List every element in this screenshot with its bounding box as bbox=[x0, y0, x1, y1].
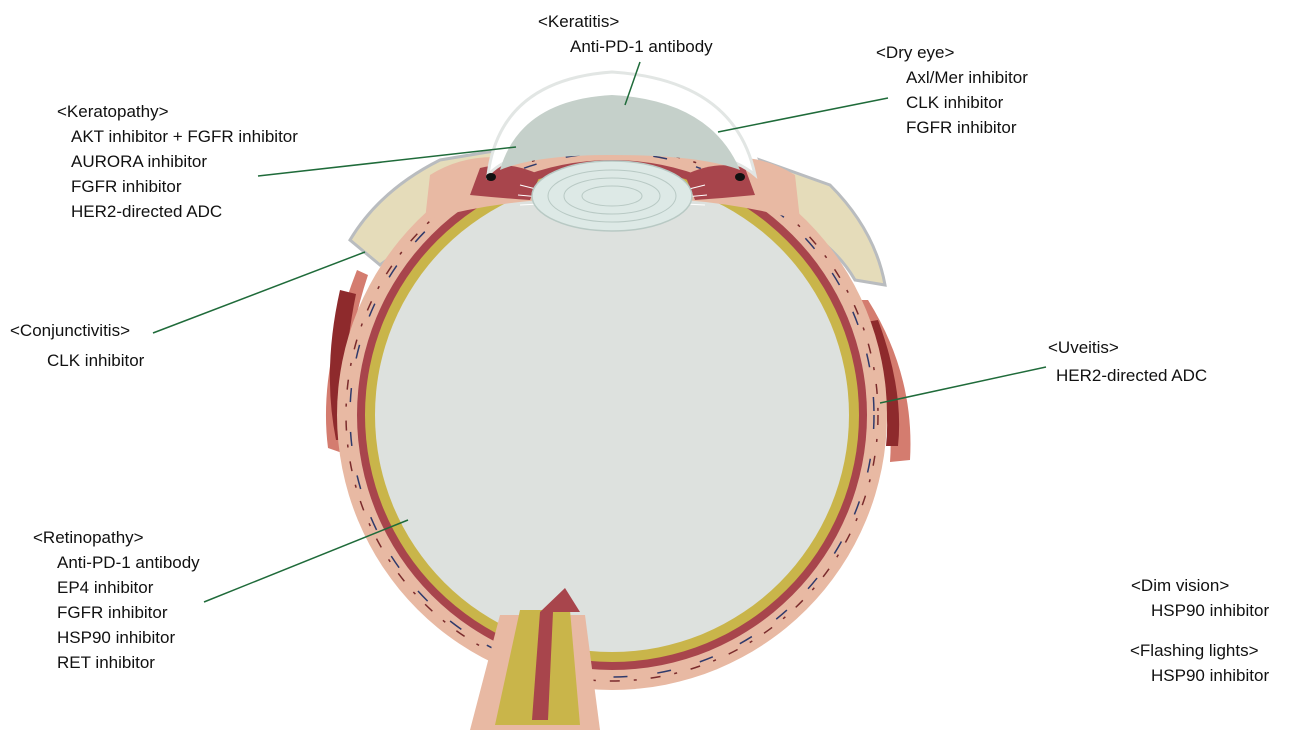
vitreous-body bbox=[375, 178, 849, 652]
label-retinopathy-title: <Retinopathy> bbox=[33, 525, 200, 550]
label-flashing-lights-item: HSP90 inhibitor bbox=[1130, 663, 1269, 688]
label-keratitis-title: <Keratitis> bbox=[538, 9, 713, 34]
leader-conjunctivitis bbox=[153, 252, 365, 333]
iris-edge-left bbox=[486, 173, 496, 181]
label-retinopathy-item: HSP90 inhibitor bbox=[33, 625, 200, 650]
label-dry-eye-item: FGFR inhibitor bbox=[876, 115, 1028, 140]
label-keratitis: <Keratitis> Anti-PD-1 antibody bbox=[538, 9, 713, 59]
label-dry-eye-item: CLK inhibitor bbox=[876, 90, 1028, 115]
label-uveitis: <Uveitis> HER2-directed ADC bbox=[1048, 334, 1207, 390]
iris-edge-right bbox=[735, 173, 745, 181]
label-retinopathy-item: RET inhibitor bbox=[33, 650, 200, 675]
label-flashing-lights: <Flashing lights> HSP90 inhibitor bbox=[1130, 638, 1269, 688]
label-uveitis-item: HER2-directed ADC bbox=[1048, 362, 1207, 390]
lens bbox=[532, 161, 692, 231]
label-dim-vision-title: <Dim vision> bbox=[1131, 573, 1269, 598]
label-uveitis-title: <Uveitis> bbox=[1048, 334, 1207, 362]
label-keratopathy-item: AKT inhibitor + FGFR inhibitor bbox=[57, 124, 298, 149]
label-keratopathy-item: HER2-directed ADC bbox=[57, 199, 298, 224]
label-keratopathy-title: <Keratopathy> bbox=[57, 99, 298, 124]
label-conjunctivitis-item: CLK inhibitor bbox=[10, 346, 144, 376]
label-conjunctivitis: <Conjunctivitis> CLK inhibitor bbox=[10, 316, 144, 376]
label-keratopathy-item: AURORA inhibitor bbox=[57, 149, 298, 174]
label-dry-eye-title: <Dry eye> bbox=[876, 40, 1028, 65]
label-retinopathy-item: Anti-PD-1 antibody bbox=[33, 550, 200, 575]
label-retinopathy-item: FGFR inhibitor bbox=[33, 600, 200, 625]
label-retinopathy: <Retinopathy> Anti-PD-1 antibody EP4 inh… bbox=[33, 525, 200, 675]
leader-dry-eye bbox=[718, 98, 888, 132]
leader-uveitis bbox=[880, 367, 1046, 403]
label-dry-eye-item: Axl/Mer inhibitor bbox=[876, 65, 1028, 90]
label-dim-vision: <Dim vision> HSP90 inhibitor bbox=[1131, 573, 1269, 623]
label-flashing-lights-title: <Flashing lights> bbox=[1130, 638, 1269, 663]
label-keratopathy-item: FGFR inhibitor bbox=[57, 174, 298, 199]
label-retinopathy-item: EP4 inhibitor bbox=[33, 575, 200, 600]
label-dry-eye: <Dry eye> Axl/Mer inhibitor CLK inhibito… bbox=[876, 40, 1028, 140]
leader-retinopathy bbox=[204, 520, 408, 602]
label-keratopathy: <Keratopathy> AKT inhibitor + FGFR inhib… bbox=[57, 99, 298, 224]
label-conjunctivitis-title: <Conjunctivitis> bbox=[10, 316, 144, 346]
label-dim-vision-item: HSP90 inhibitor bbox=[1131, 598, 1269, 623]
label-keratitis-item: Anti-PD-1 antibody bbox=[538, 34, 713, 59]
